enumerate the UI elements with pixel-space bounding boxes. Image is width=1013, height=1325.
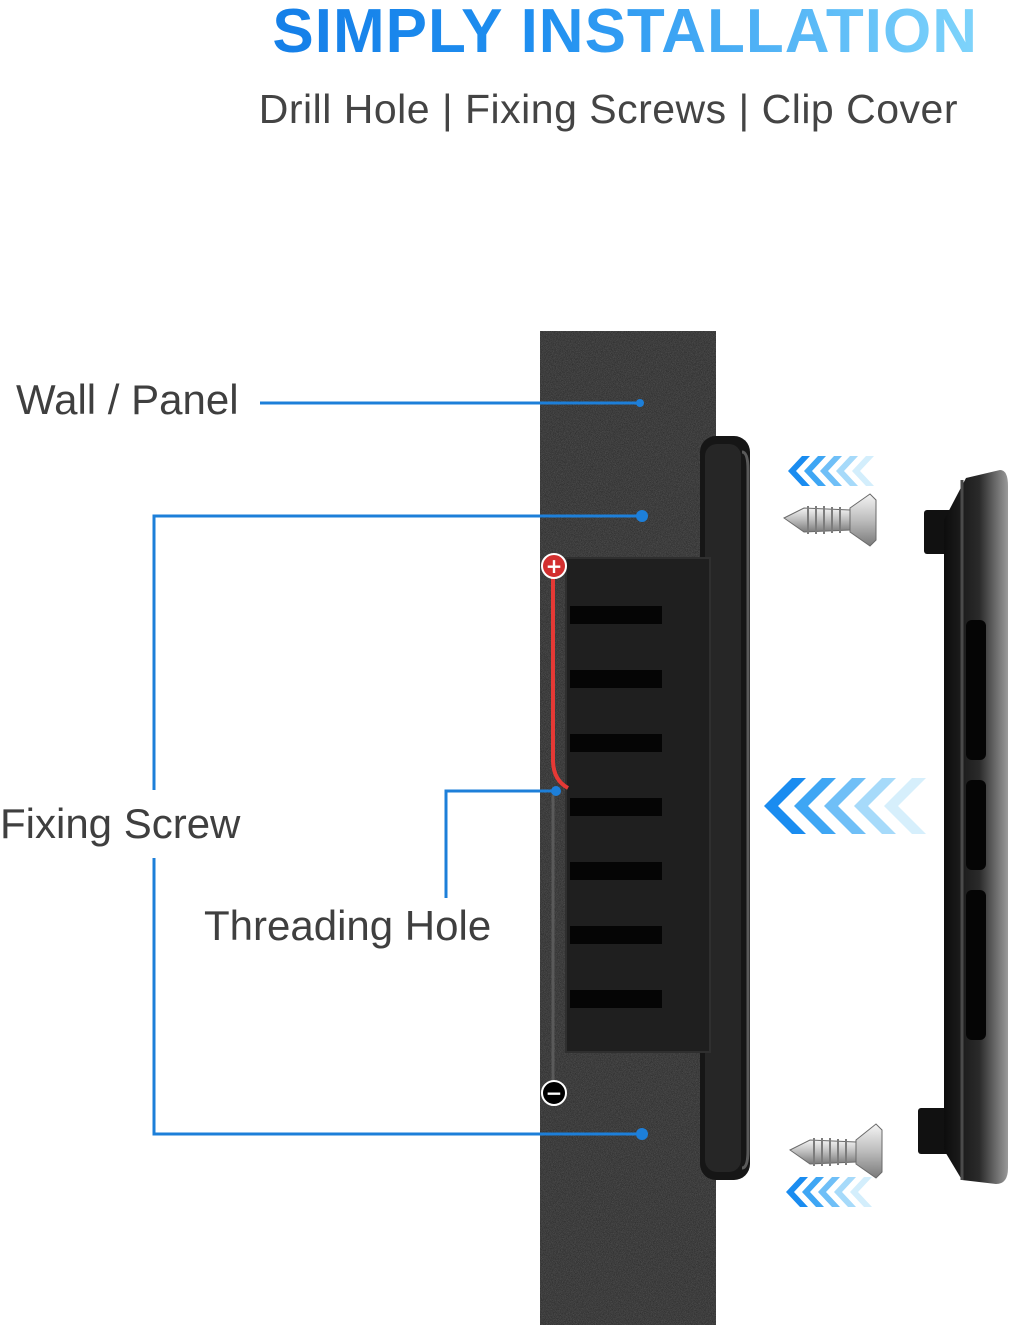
callout-lines xyxy=(152,401,640,1136)
clip-cover xyxy=(918,470,1008,1184)
direction-arrows-bottom xyxy=(786,1177,872,1207)
vent-slots xyxy=(570,606,662,1008)
screw-icon-bottom xyxy=(789,1123,883,1179)
page-title: SIMPLY INSTALLATION xyxy=(0,0,978,72)
threading-hole-callout-line xyxy=(444,789,556,898)
wall-panel-label: Wall / Panel xyxy=(16,376,239,423)
positive-terminal-icon: + xyxy=(541,553,567,579)
fixing-screw-label: Fixing Screw xyxy=(0,800,241,847)
svg-text:−: − xyxy=(546,1081,563,1105)
positive-wire xyxy=(551,575,570,790)
threading-hole-label: Threading Hole xyxy=(204,902,492,949)
callout-dots xyxy=(551,399,648,1140)
direction-arrows-middle xyxy=(764,778,926,834)
screw-icon-top xyxy=(783,493,877,547)
page-subtitle: Drill Hole | Fixing Screws | Clip Cover xyxy=(258,86,958,132)
negative-terminal-icon: − xyxy=(541,1080,567,1106)
device-base xyxy=(565,436,750,1180)
svg-text:+: + xyxy=(546,554,563,578)
screw-callout-line-bottom xyxy=(152,858,640,1136)
wires xyxy=(551,575,570,1082)
direction-arrows-top xyxy=(788,456,874,486)
screw-callout-line-top xyxy=(152,514,640,790)
